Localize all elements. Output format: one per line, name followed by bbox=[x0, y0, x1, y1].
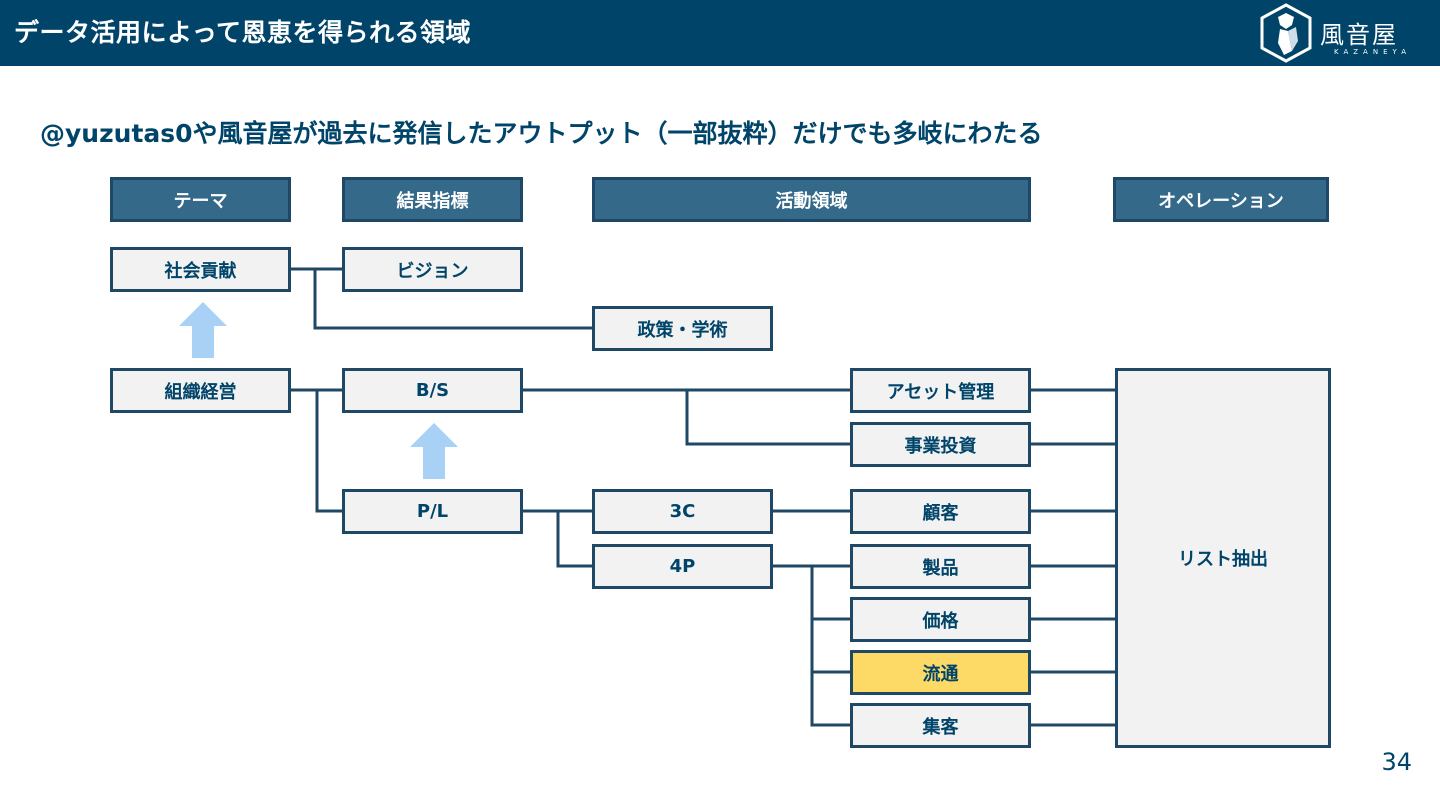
node-policy-academia: 政策・学術 bbox=[592, 306, 773, 351]
connector-org-pl bbox=[315, 390, 343, 513]
kazaneya-logo-icon bbox=[1260, 3, 1312, 63]
page-number: 34 bbox=[1381, 748, 1412, 776]
node-list-extraction: リスト抽出 bbox=[1115, 368, 1331, 748]
logo-name: 風音屋 bbox=[1320, 21, 1398, 49]
slide-subtitle: @yuzutas0や風音屋が過去に発信したアウトプット（一部抜粋）だけでも多岐に… bbox=[40, 119, 1043, 148]
connector-pl-4p bbox=[556, 511, 593, 568]
node-pl: P/L bbox=[342, 489, 523, 534]
node-distribution: 流通 bbox=[850, 650, 1031, 695]
node-asset-management: アセット管理 bbox=[850, 368, 1031, 413]
up-arrow-icon bbox=[179, 302, 227, 358]
connector-4p-acquisition bbox=[810, 566, 851, 727]
column-header-activity-area: 活動領域 bbox=[592, 177, 1031, 222]
node-business-investment: 事業投資 bbox=[850, 422, 1031, 467]
node-product: 製品 bbox=[850, 544, 1031, 589]
node-bs: B/S bbox=[342, 368, 523, 413]
node-social-contribution: 社会貢献 bbox=[110, 247, 291, 292]
connector-social-policy bbox=[313, 269, 593, 330]
page-title: データ活用によって恩恵を得られる領域 bbox=[14, 18, 472, 47]
logo-subtext: KAZANEYA bbox=[1334, 48, 1412, 56]
header-bar: データ活用によって恩恵を得られる領域 風音屋 KAZANEYA bbox=[0, 0, 1440, 66]
node-price: 価格 bbox=[850, 597, 1031, 642]
up-arrow-icon bbox=[410, 423, 458, 479]
column-header-theme: テーマ bbox=[110, 177, 291, 222]
node-3c: 3C bbox=[592, 489, 773, 534]
node-customer-acquisition: 集客 bbox=[850, 703, 1031, 748]
connector-bs-investment bbox=[685, 390, 851, 446]
node-org-management: 組織経営 bbox=[110, 368, 291, 413]
node-4p: 4P bbox=[592, 544, 773, 589]
column-header-result-index: 結果指標 bbox=[342, 177, 523, 222]
logo: 風音屋 KAZANEYA bbox=[1258, 3, 1428, 63]
node-vision: ビジョン bbox=[342, 247, 523, 292]
node-customer: 顧客 bbox=[850, 489, 1031, 534]
column-header-operation: オペレーション bbox=[1113, 177, 1329, 222]
